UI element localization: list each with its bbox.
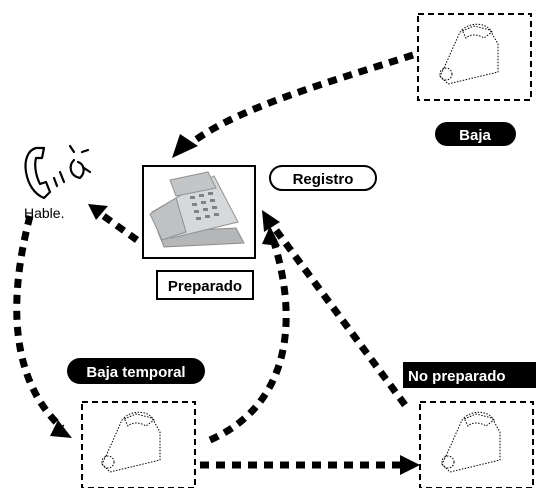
baja-phone-node (417, 13, 532, 101)
registro-text: Registro (293, 171, 354, 188)
baja-temporal-text: Baja temporal (86, 364, 185, 381)
preparado-label: Preparado (156, 270, 254, 300)
arrowheads (50, 134, 420, 475)
arrowhead-registro-from-bottom-right (262, 210, 280, 232)
no-preparado-text: No preparado (408, 368, 506, 385)
arrow-no-preparado-to-registro (267, 219, 408, 408)
arrow-registro-to-hable (95, 209, 140, 243)
no-preparado-label: No preparado (403, 362, 536, 388)
baja-text: Baja (459, 127, 491, 144)
handset-icon (439, 23, 499, 85)
hable-text: Hable. (24, 205, 64, 221)
arrow-baja-to-registro (182, 51, 415, 151)
baja-temporal-label: Baja temporal (67, 358, 205, 384)
baja-temporal-phone-node (81, 401, 196, 488)
arrow-hable-to-baja-temporal (13, 215, 65, 431)
baja-label: Baja (435, 122, 516, 146)
talking-handset-icon (24, 144, 92, 200)
arrow-baja-temporal-to-registro (208, 234, 290, 444)
no-preparado-phone-node (419, 401, 534, 488)
arrowhead-hable (88, 204, 108, 220)
handset-icon (101, 411, 161, 473)
main-phone-node (142, 165, 256, 259)
arrows (13, 51, 415, 469)
talking-phone-node: Hable. (24, 144, 92, 221)
registro-label: Registro (269, 165, 377, 191)
desk-phone-icon (149, 171, 245, 248)
preparado-text: Preparado (168, 278, 242, 295)
arrowhead-registro-from-bottom-left (262, 226, 280, 246)
arrowhead-no-preparado (400, 455, 420, 475)
arrowhead-baja-temporal (50, 420, 72, 438)
handset-icon (441, 411, 501, 473)
arrowhead-registro-top (172, 134, 198, 158)
